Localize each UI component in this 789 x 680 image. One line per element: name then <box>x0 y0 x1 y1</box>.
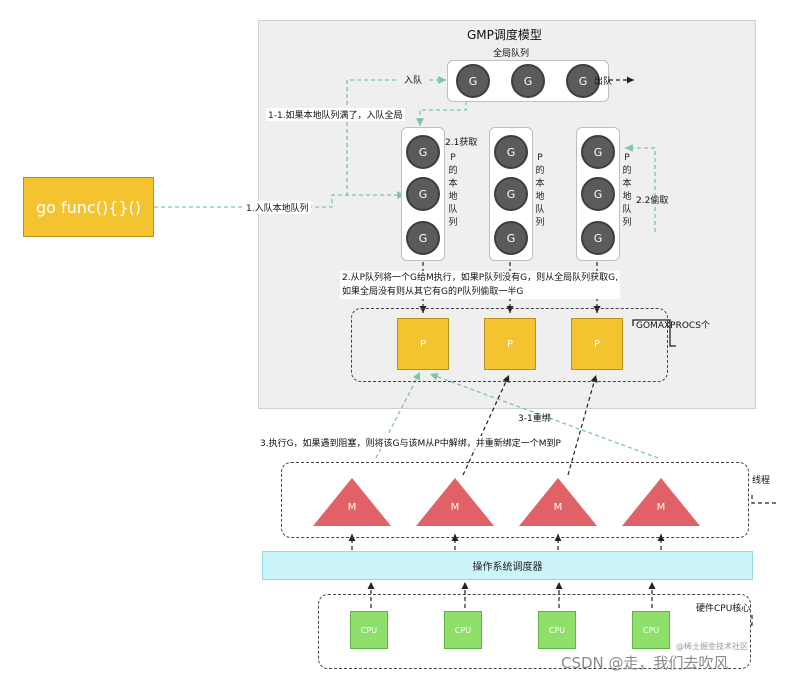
processor-p-2: P <box>484 318 536 370</box>
cpu-core-4: CPU <box>632 611 670 649</box>
cpu-core-label: 硬件CPU核心 <box>696 604 751 614</box>
os-scheduler-bar: 操作系统调度器 <box>262 551 753 580</box>
note-3: 3.执行G，如果遇到阻塞，则将该G与该M从P中解绑，并重新绑定一个M到P <box>258 436 563 449</box>
cpu-core-3: CPU <box>538 611 576 649</box>
watermark-csdn: CSDN @走，我们去吹风 <box>561 654 729 672</box>
goroutine-icon: G <box>581 221 615 255</box>
thread-label: 线程 <box>752 476 771 486</box>
thread-group <box>281 462 749 538</box>
goroutine-icon: G <box>566 64 600 98</box>
enqueue-label: 入队 <box>404 76 423 86</box>
go-func-box: go func(){}() <box>23 177 154 237</box>
goroutine-icon: G <box>406 135 440 169</box>
p-group <box>351 308 668 382</box>
machine-m-2: M <box>416 478 494 526</box>
global-queue: G G G <box>447 60 609 102</box>
cpu-group <box>318 594 751 669</box>
machine-m-4: M <box>622 478 700 526</box>
diagram-title: GMP调度模型 <box>467 28 542 42</box>
note-1-1: 1-1.如果本地队列满了，入队全局 <box>266 108 405 121</box>
machine-m-3: M <box>519 478 597 526</box>
local-queue-1: G G G <box>401 127 445 261</box>
dequeue-label: 出队 <box>594 77 613 87</box>
processor-p-1: P <box>397 318 449 370</box>
steal-label: 2.2偷取 <box>636 196 669 206</box>
processor-p-3: P <box>571 318 623 370</box>
local-queue-2: G G G <box>489 127 533 261</box>
goroutine-icon: G <box>406 177 440 211</box>
watermark-juejin: @稀土掘金技术社区 <box>676 642 748 651</box>
goroutine-icon: G <box>494 177 528 211</box>
goroutine-icon: G <box>406 221 440 255</box>
note-1: 1.入队本地队列 <box>244 201 311 214</box>
cpu-core-1: CPU <box>350 611 388 649</box>
note-2-1: 2.1获取 <box>445 138 478 148</box>
goroutine-icon: G <box>581 135 615 169</box>
machine-m-1: M <box>313 478 391 526</box>
cpu-core-2: CPU <box>444 611 482 649</box>
global-queue-label: 全局队列 <box>493 49 530 59</box>
goroutine-icon: G <box>511 64 545 98</box>
goroutine-icon: G <box>494 135 528 169</box>
note-3-1: 3-1重绑 <box>518 414 551 424</box>
local-queue-3: G G G <box>576 127 620 261</box>
goroutine-icon: G <box>494 221 528 255</box>
note-2: 2.从P队列将一个G给M执行，如果P队列没有G，则从全局队列获取G, 如果全局没… <box>340 271 620 299</box>
goroutine-icon: G <box>456 64 490 98</box>
gomaxprocs-label: GOMAXPROCS个 <box>636 321 710 331</box>
goroutine-icon: G <box>581 177 615 211</box>
